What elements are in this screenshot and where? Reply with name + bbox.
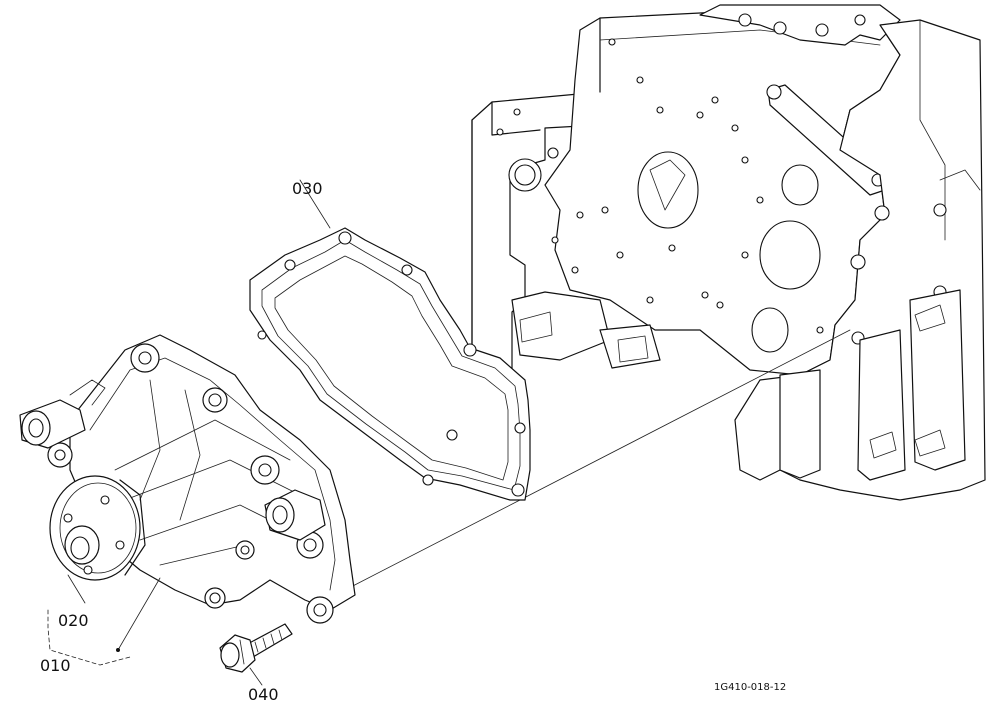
gasket xyxy=(249,227,531,501)
impeller-assy xyxy=(49,475,146,581)
callout-pump-assy: 010 xyxy=(40,656,71,675)
callout-impeller-assy: 020 xyxy=(58,611,89,630)
leader-lines xyxy=(47,574,263,686)
callout-gasket: 030 xyxy=(292,179,323,198)
callout-bolt: 040 xyxy=(248,685,279,704)
alignment-lines xyxy=(299,179,851,591)
bolt xyxy=(219,623,293,673)
engine-block xyxy=(471,4,986,501)
water-pump xyxy=(19,334,356,624)
drawing-reference: 1G410-018-12 xyxy=(714,682,786,693)
